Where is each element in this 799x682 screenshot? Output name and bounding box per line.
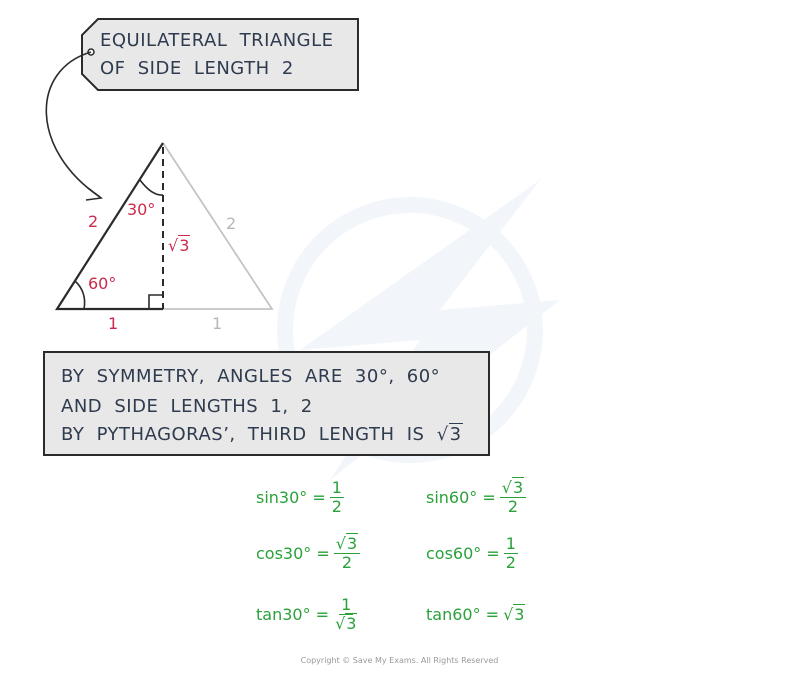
info-line-1: BY SYMMETRY, ANGLES ARE 30°, 60° [61, 366, 441, 387]
copyright-text: Copyright © Save My Exams. All Rights Re… [300, 656, 499, 665]
top-angle-label: 30° [127, 200, 156, 219]
top-angle-arc [139, 179, 164, 196]
base-right-label: 1 [212, 314, 223, 333]
base-left-label: 1 [108, 314, 119, 333]
info-line-2: AND SIDE LENGTHS 1, 2 [61, 396, 313, 417]
pointer-arrow [45, 51, 101, 198]
triangle-right-half [162, 142, 274, 310]
right-angle-mark [148, 294, 163, 309]
tag-line-2: OF SIDE LENGTH 2 [100, 58, 294, 79]
tag-line-1: EQUILATERAL TRIANGLE [100, 30, 334, 51]
triangle-left-side [54, 142, 164, 311]
arrow-head [85, 187, 104, 201]
left-side-label: 2 [88, 212, 99, 231]
right-side-label: 2 [226, 214, 237, 233]
bottom-angle-label: 60° [88, 274, 117, 293]
formula-tan60: tan60° = √3 [426, 604, 526, 624]
info-box-shape [43, 351, 490, 456]
height-label: √3 [168, 235, 191, 255]
tag-shape [81, 18, 359, 91]
formula-tan30: tan30° = 1√3 [256, 595, 358, 633]
info-line-3: BY PYTHAGORAS’, THIRD LENGTH IS √3 [61, 423, 463, 445]
bottom-angle-arc [74, 280, 86, 310]
